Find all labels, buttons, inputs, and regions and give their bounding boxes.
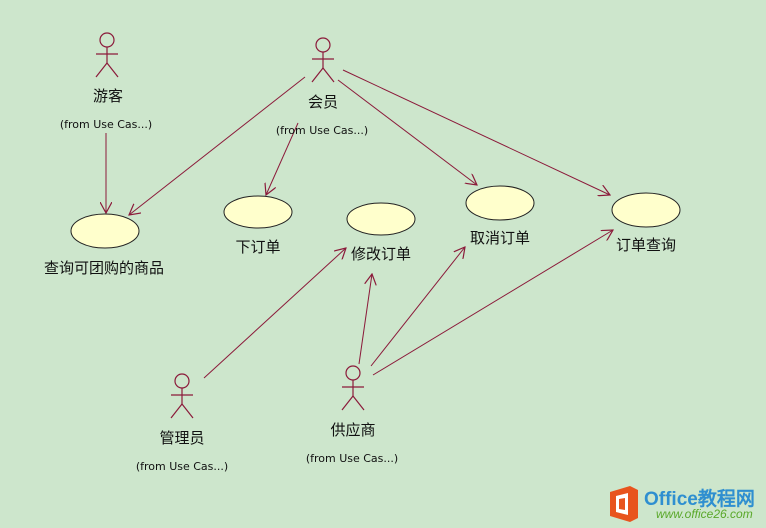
watermark-url: www.office26.com: [656, 507, 753, 521]
association-huiyuan-to-query_order: [342, 69, 610, 195]
association-huiyuan-to-cancel_order: [337, 79, 477, 185]
office-logo-icon: [610, 486, 638, 522]
actor-huiyuan-from: (from Use Cas...): [275, 124, 369, 137]
usecase-query_goods-ellipse[interactable]: [70, 213, 140, 249]
usecase-modify-order-label: 修改订单: [350, 245, 412, 263]
usecase-query-order-label: 订单查询: [615, 236, 677, 254]
actor-youke-figure-icon[interactable]: [95, 32, 119, 78]
association-gongyingshang-to-modify_order: [358, 274, 372, 365]
actor-guanliyuan-from: (from Use Cas...): [135, 460, 229, 473]
association-huiyuan-to-query_goods: [129, 76, 306, 215]
actor-youke-from: (from Use Cas...): [59, 118, 153, 131]
association-guanliyuan-to-modify_order: [203, 248, 346, 379]
usecase-cancel-order-label: 取消订单: [469, 229, 531, 247]
actor-huiyuan-name: 会员: [307, 93, 339, 111]
usecase-modify_order-ellipse[interactable]: [346, 202, 416, 236]
usecase-query_order-ellipse[interactable]: [611, 192, 681, 228]
actor-guanliyuan-name: 管理员: [159, 429, 205, 447]
actor-huiyuan-figure-icon[interactable]: [311, 37, 335, 83]
usecase-place-order-label: 下订单: [235, 238, 281, 256]
usecase-query-goods-label: 查询可团购的商品: [43, 259, 165, 277]
association-huiyuan-to-place_order: [266, 122, 299, 195]
association-gongyingshang-to-cancel_order: [370, 247, 465, 367]
actor-guanliyuan-figure-icon[interactable]: [170, 373, 194, 419]
watermark-logo: Office教程网 www.office26.com: [600, 480, 766, 528]
association-gongyingshang-to-query_order: [372, 230, 613, 376]
watermark-text: Office教程网: [644, 489, 755, 510]
actor-gongyingshang-figure-icon[interactable]: [341, 365, 365, 411]
actor-youke-name: 游客: [92, 87, 124, 105]
actor-gongyingshang-name: 供应商: [330, 421, 376, 439]
usecase-cancel_order-ellipse[interactable]: [465, 185, 535, 221]
usecase-place_order-ellipse[interactable]: [223, 195, 293, 229]
actor-gongyingshang-from: (from Use Cas...): [305, 452, 399, 465]
